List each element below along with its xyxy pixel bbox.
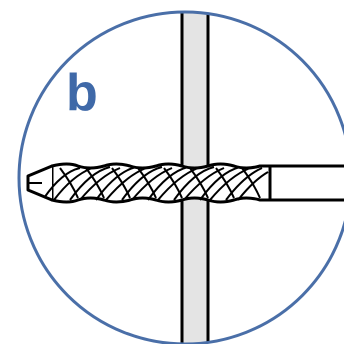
drill-bit <box>26 162 344 204</box>
drill-flutes <box>43 166 269 201</box>
figure-label: b <box>66 64 98 122</box>
detail-circle <box>17 10 344 344</box>
circle-contents <box>26 12 344 344</box>
drill-shank <box>266 164 344 202</box>
